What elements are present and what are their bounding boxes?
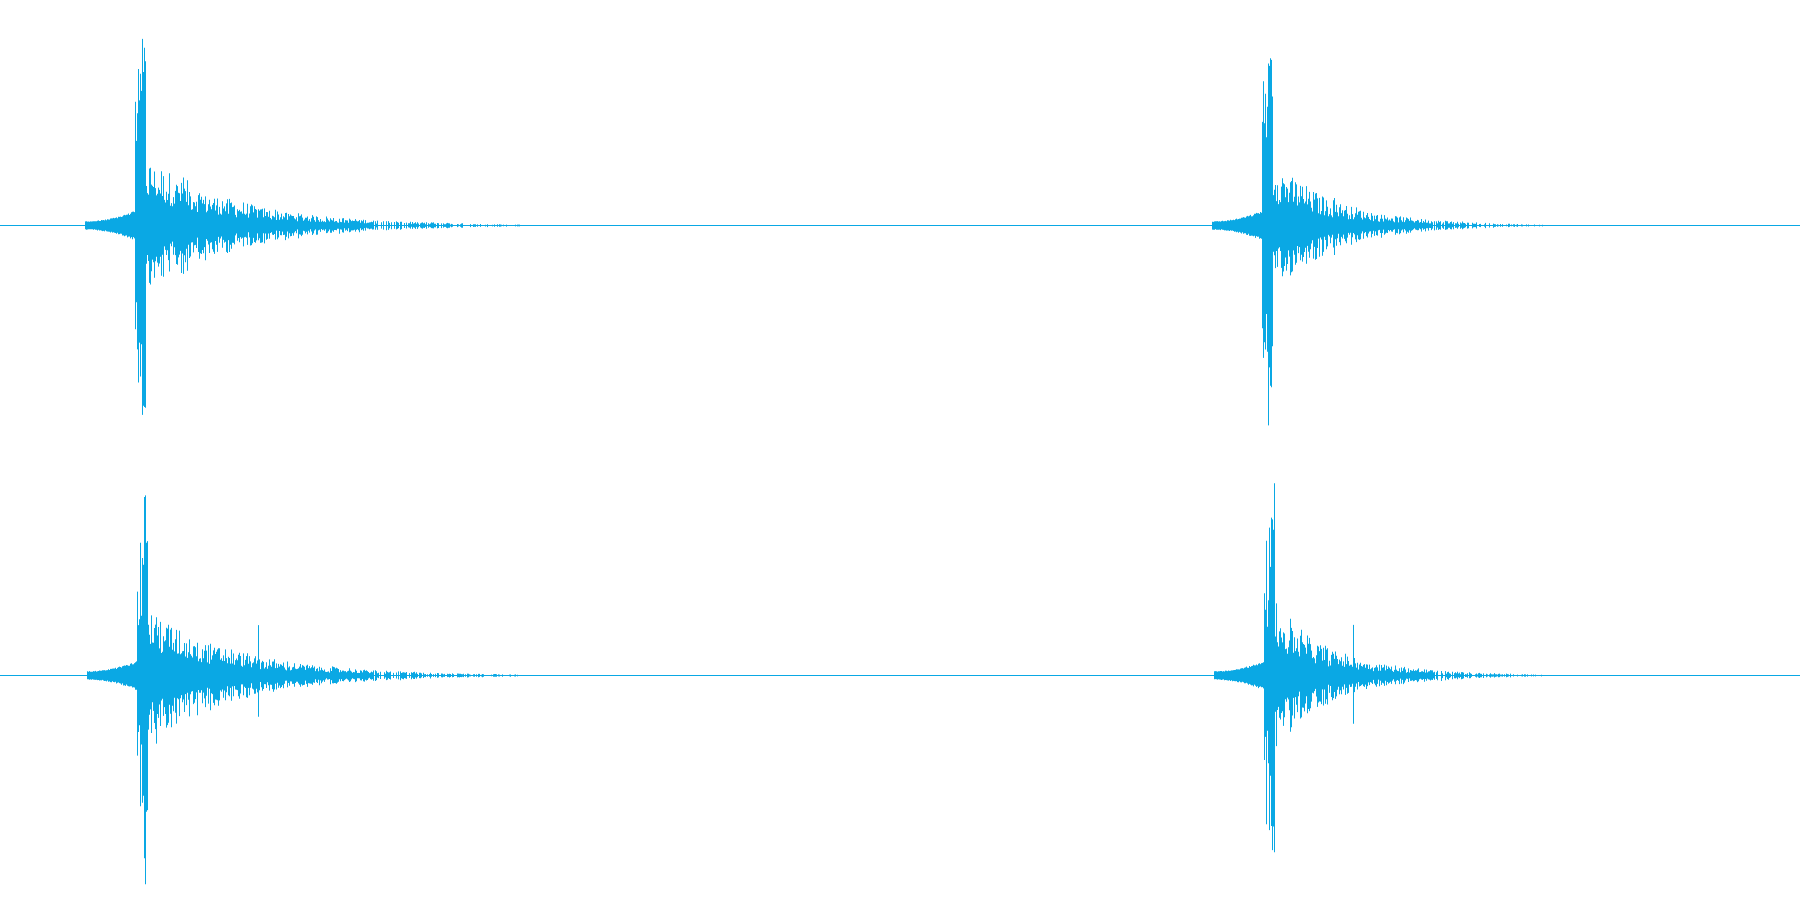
- channel-waveform-right: [0, 450, 1800, 900]
- waveform-right-svg: [0, 483, 1800, 885]
- channel-waveform-left: [0, 38, 1800, 426]
- waveform-left-svg: [0, 38, 1800, 426]
